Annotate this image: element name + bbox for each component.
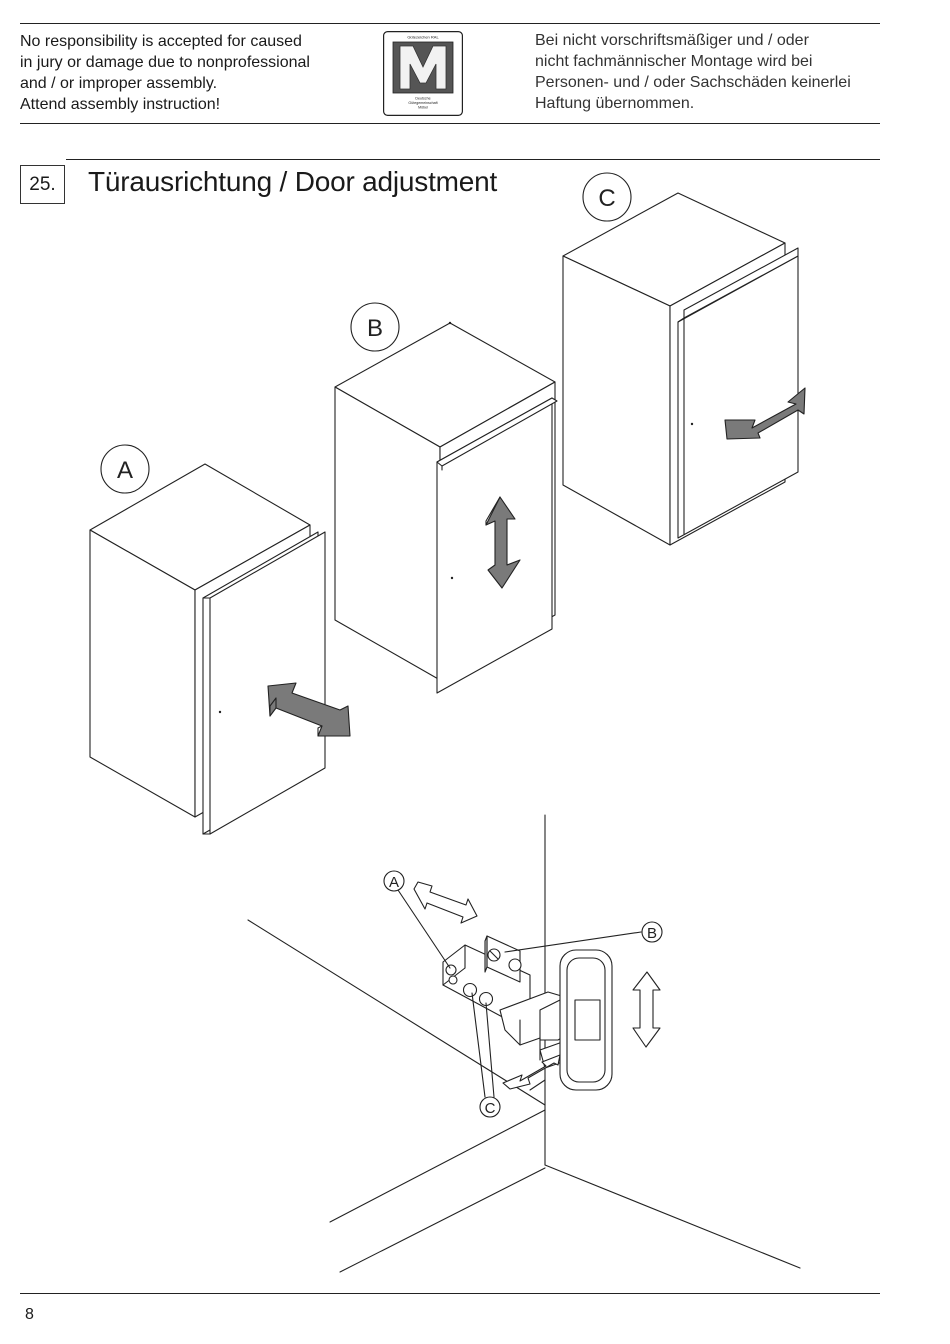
hinge-b-arrow: [632, 971, 661, 1048]
hinge-callouts: [397, 889, 642, 1098]
hinge-detail: [247, 814, 801, 1273]
logo-top-text: Gütezeichen RAL: [407, 35, 439, 40]
page-number: 8: [25, 1306, 34, 1323]
step-title: Türausrichtung / Door adjustment: [88, 166, 498, 197]
cabinet-a-label: A: [117, 457, 133, 484]
cabinet-b-label: B: [367, 315, 383, 342]
logo-bottom-line-3: Möbel: [418, 106, 428, 110]
cabinet-b-label-circle: [350, 302, 400, 352]
footer-rule: [20, 1293, 880, 1294]
liability-notice-german: Bei nicht vorschriftsmäßiger und / oder …: [535, 32, 851, 112]
cabinet-a: [89, 463, 351, 835]
header-bottom-rule: [20, 123, 880, 124]
step-number: 25.: [29, 173, 56, 195]
cabinet-b: [334, 321, 558, 694]
hinge-c-arrow: [502, 1054, 561, 1090]
hinge-a-arrow: [413, 881, 478, 924]
step-number-box: 25.: [20, 165, 65, 204]
hinge-a-callout-circle: [383, 870, 405, 892]
cabinet-c-horizontal-arrow: [724, 387, 806, 440]
hinge-b-callout-circle: [641, 921, 663, 943]
step-rule: [66, 159, 880, 160]
hinge-assembly: [442, 935, 613, 1091]
cabinet-a-label-circle: [100, 444, 150, 494]
header-top-rule: [20, 23, 880, 24]
hinge-c-callout-circle: [479, 1096, 501, 1118]
ral-quality-mark-logo: Gütezeichen RAL Deutsche Gütegemeinschaf…: [383, 31, 463, 116]
cabinet-c: [562, 192, 806, 546]
cabinet-c-label-circle: [582, 172, 632, 222]
logo-bottom-line-2: Gütegemeinschaft: [408, 101, 437, 105]
hinge-c-label: C: [485, 1100, 496, 1117]
hinge-a-label: A: [389, 874, 399, 891]
logo-bottom-line-1: Deutsche: [415, 97, 430, 101]
cabinet-b-vertical-arrow: [485, 496, 521, 589]
cabinet-a-horizontal-arrow: [267, 682, 351, 737]
liability-notice-english: No responsibility is accepted for caused…: [20, 33, 310, 113]
cabinet-c-label: C: [598, 185, 615, 212]
hinge-b-label: B: [647, 925, 657, 942]
